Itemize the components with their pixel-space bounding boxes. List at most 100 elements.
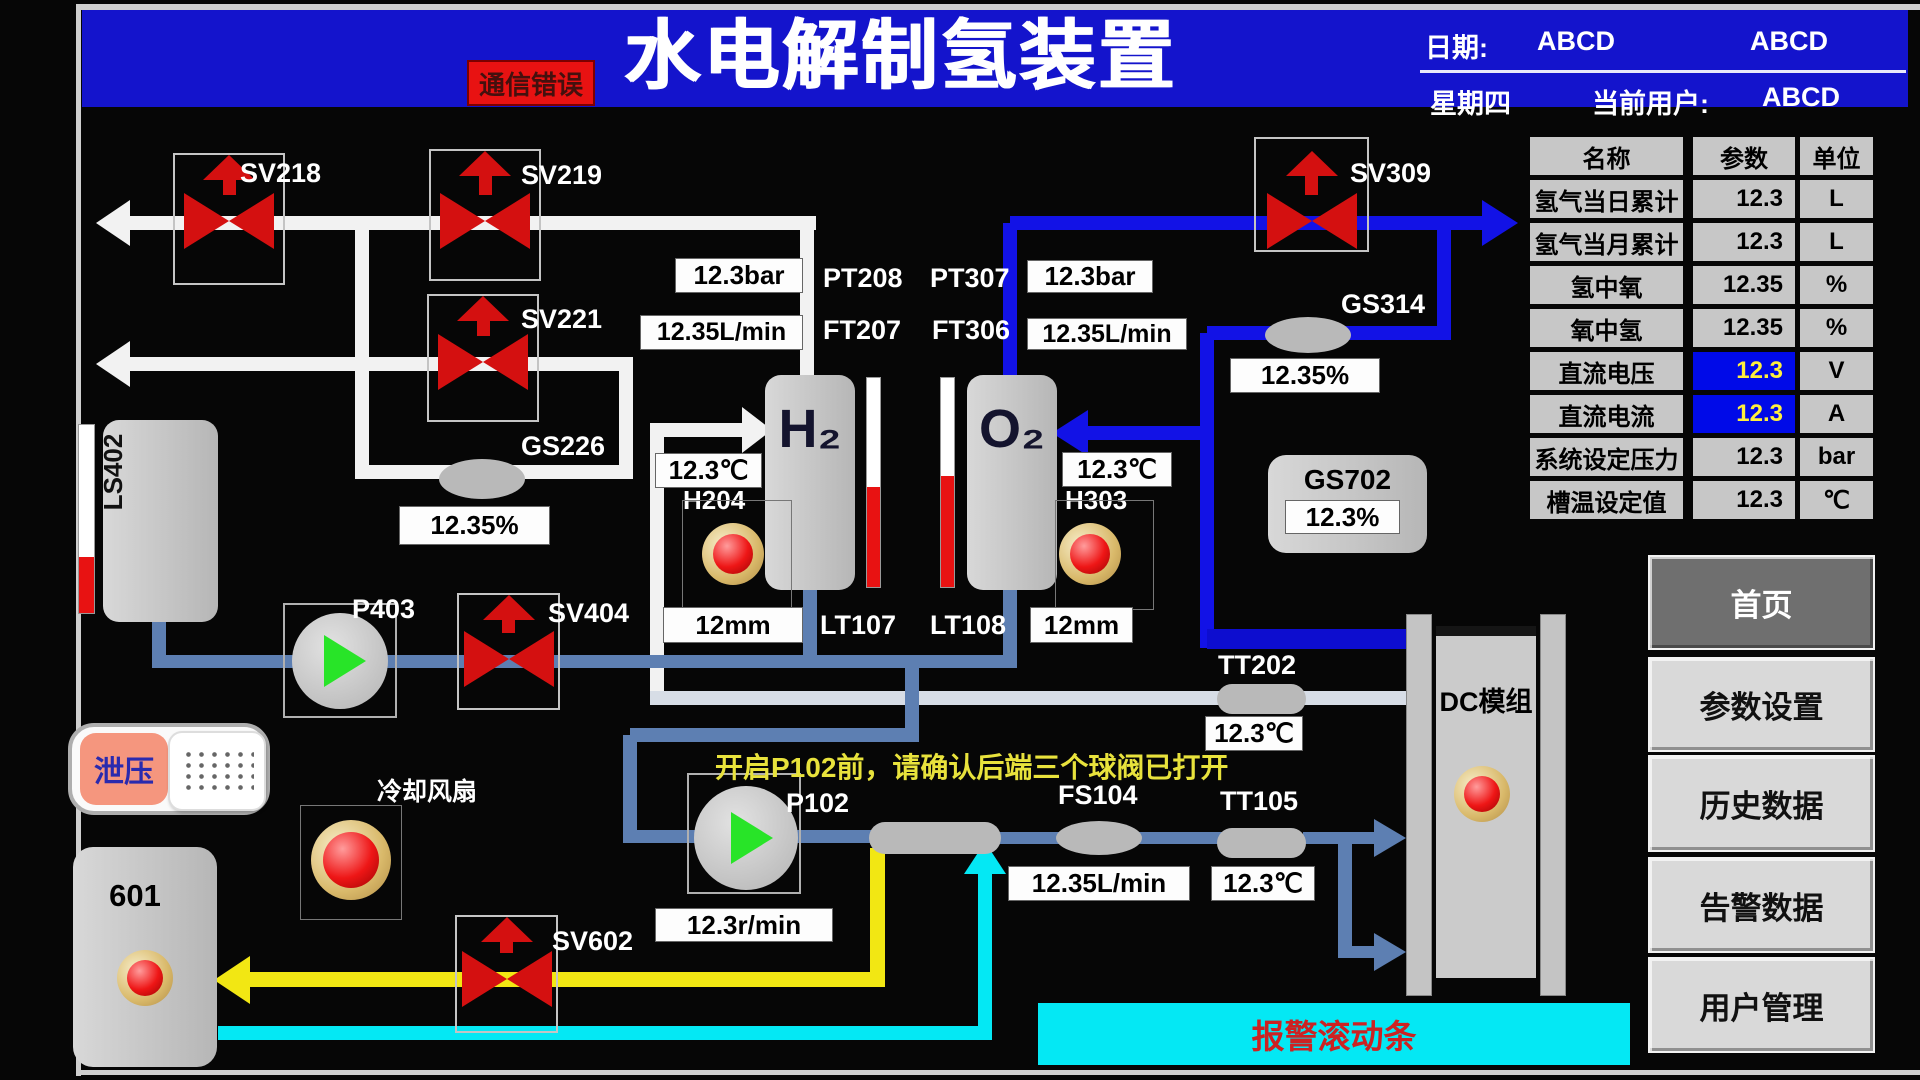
valve-arrow-icon: [203, 155, 255, 180]
page-title: 水电解制氢装置: [623, 14, 1177, 99]
cooling-fan-box: [300, 805, 402, 920]
table-row-value: 12.3: [1693, 481, 1795, 519]
h2-riser-pipe: [800, 216, 814, 377]
relief-switch[interactable]: 泄压: [68, 723, 270, 815]
nav-params-button[interactable]: 参数设置: [1648, 657, 1875, 752]
vent-vertical-left: [355, 223, 369, 479]
drain-yellow-vertical: [870, 848, 885, 981]
gs702-label: GS702: [1303, 464, 1392, 495]
nav-history-button[interactable]: 历史数据: [1648, 755, 1875, 852]
table-row-name: 氧中氢: [1530, 309, 1683, 347]
valve-arrow-icon: [1285, 151, 1338, 176]
valve-sv221-label: SV221: [521, 304, 603, 334]
table-row-name: 直流电压: [1530, 352, 1683, 390]
h204-lamp-icon: [713, 534, 753, 574]
valve-bowtie-icon: [440, 193, 530, 249]
dc-feed-1: [1348, 832, 1376, 844]
o2-riser-pipe: [1003, 223, 1017, 377]
o2-tank-label: O₂: [979, 399, 1045, 459]
tt202-label: TT202: [1218, 650, 1297, 680]
dc-module-label: DC模组: [1439, 687, 1533, 717]
ls402-tank: [103, 420, 218, 622]
valve-sv404-label: SV404: [548, 598, 630, 628]
comm-error-button[interactable]: 通信错误: [467, 60, 595, 106]
table-row-unit: V: [1800, 352, 1873, 390]
dc-voltage-setpoint[interactable]: 12.3: [1693, 352, 1795, 390]
valve-sv219[interactable]: [429, 149, 541, 281]
o2-tank-drain-stub: [1003, 586, 1017, 658]
pump-p403[interactable]: [283, 603, 397, 718]
window-top-border: [80, 4, 1920, 10]
h2-level-fill: [867, 486, 880, 587]
table-row-value: 12.35: [1693, 309, 1795, 347]
h2-level-gauge: [866, 377, 881, 588]
alarm-scroll-bar[interactable]: 报警滚动条: [1038, 1003, 1630, 1065]
collector-drop-stub: [905, 663, 919, 735]
gs314-value: 12.35%: [1230, 358, 1380, 393]
fs104-value: 12.35L/min: [1008, 866, 1190, 901]
table-row-value: 12.3: [1693, 438, 1795, 476]
dc-current-setpoint[interactable]: 12.3: [1693, 395, 1795, 433]
current-user-value: ABCD: [1762, 82, 1840, 112]
ft306-label: FT306: [932, 315, 1011, 345]
table-header-name: 名称: [1530, 137, 1683, 175]
p102-loop-top: [630, 728, 919, 742]
valve-sv221[interactable]: [427, 294, 539, 422]
tt105-label: TT105: [1220, 786, 1299, 816]
valve-stem-icon: [222, 180, 236, 195]
tt105-sensor: [1217, 828, 1306, 858]
ls402-outlet-vertical: [152, 616, 166, 664]
p102-outlet: [792, 830, 872, 843]
date-label: 日期:: [1425, 33, 1488, 63]
valve-sv404[interactable]: [457, 593, 560, 710]
table-row-value: 12.3: [1693, 180, 1795, 218]
cooling-fan-label: 冷却风扇: [377, 778, 478, 806]
fs104-sensor: [1056, 821, 1142, 855]
h2-tank-label: H₂: [778, 399, 842, 459]
nav-users-button[interactable]: 用户管理: [1648, 957, 1875, 1053]
valve-stem-icon: [478, 176, 492, 195]
valve-sv602[interactable]: [455, 915, 558, 1033]
nav-alarms-button[interactable]: 告警数据: [1648, 857, 1875, 953]
time-value: ABCD: [1750, 26, 1828, 56]
nav-home-button[interactable]: 首页: [1648, 555, 1875, 650]
o2-branch-vertical: [1437, 216, 1451, 340]
dc-feed-arrow-1: [1374, 819, 1406, 857]
o2-out-pipe-top: [1010, 216, 1484, 230]
h303-lamp-ring[interactable]: [1059, 523, 1121, 585]
p102-warning-text: 开启P102前，请确认后端三个球阀已打开: [715, 752, 1229, 783]
table-row-unit: bar: [1800, 438, 1873, 476]
tt202-value: 12.3℃: [1205, 716, 1303, 751]
dc-module-right-rail: [1540, 614, 1566, 996]
valve-arrow-icon: [480, 917, 533, 942]
h204-temp-value: 12.3℃: [655, 453, 762, 488]
tank-601-lamp-ring[interactable]: [117, 950, 173, 1006]
valve-stem-icon: [502, 620, 515, 633]
table-row-name: 氢气当月累计: [1530, 223, 1683, 261]
table-row-name: 氢中氧: [1530, 266, 1683, 304]
tank-601-lamp-icon: [127, 960, 163, 996]
h2-vent-pipe-mid: [128, 357, 633, 371]
cooling-fan-button[interactable]: [311, 820, 391, 900]
table-row-unit: A: [1800, 395, 1873, 433]
valve-sv218[interactable]: [173, 153, 285, 285]
ft207-label: FT207: [823, 315, 902, 345]
table-row-unit: %: [1800, 266, 1873, 304]
table-header-unit: 单位: [1800, 137, 1873, 175]
relief-switch-knob: [168, 731, 266, 811]
line-fs104-tt105: [1138, 832, 1228, 844]
valve-sv218-label: SV218: [240, 158, 322, 188]
h2-vent-arrow-mid: [96, 341, 130, 387]
h204-lamp-ring[interactable]: [702, 523, 764, 585]
o2-level-gauge: [940, 377, 955, 588]
pump-p102[interactable]: [687, 773, 801, 894]
o2-level-value: 12mm: [1030, 607, 1133, 643]
dc-feed-2: [1348, 946, 1376, 958]
fs104-label: FS104: [1058, 780, 1138, 810]
valve-sv309[interactable]: [1254, 137, 1369, 252]
pump-p403-label: P403: [352, 594, 416, 624]
ls402-level-gauge: [78, 424, 95, 614]
pump-rotor-icon: [324, 635, 366, 687]
table-row-name: 氢气当日累计: [1530, 180, 1683, 218]
